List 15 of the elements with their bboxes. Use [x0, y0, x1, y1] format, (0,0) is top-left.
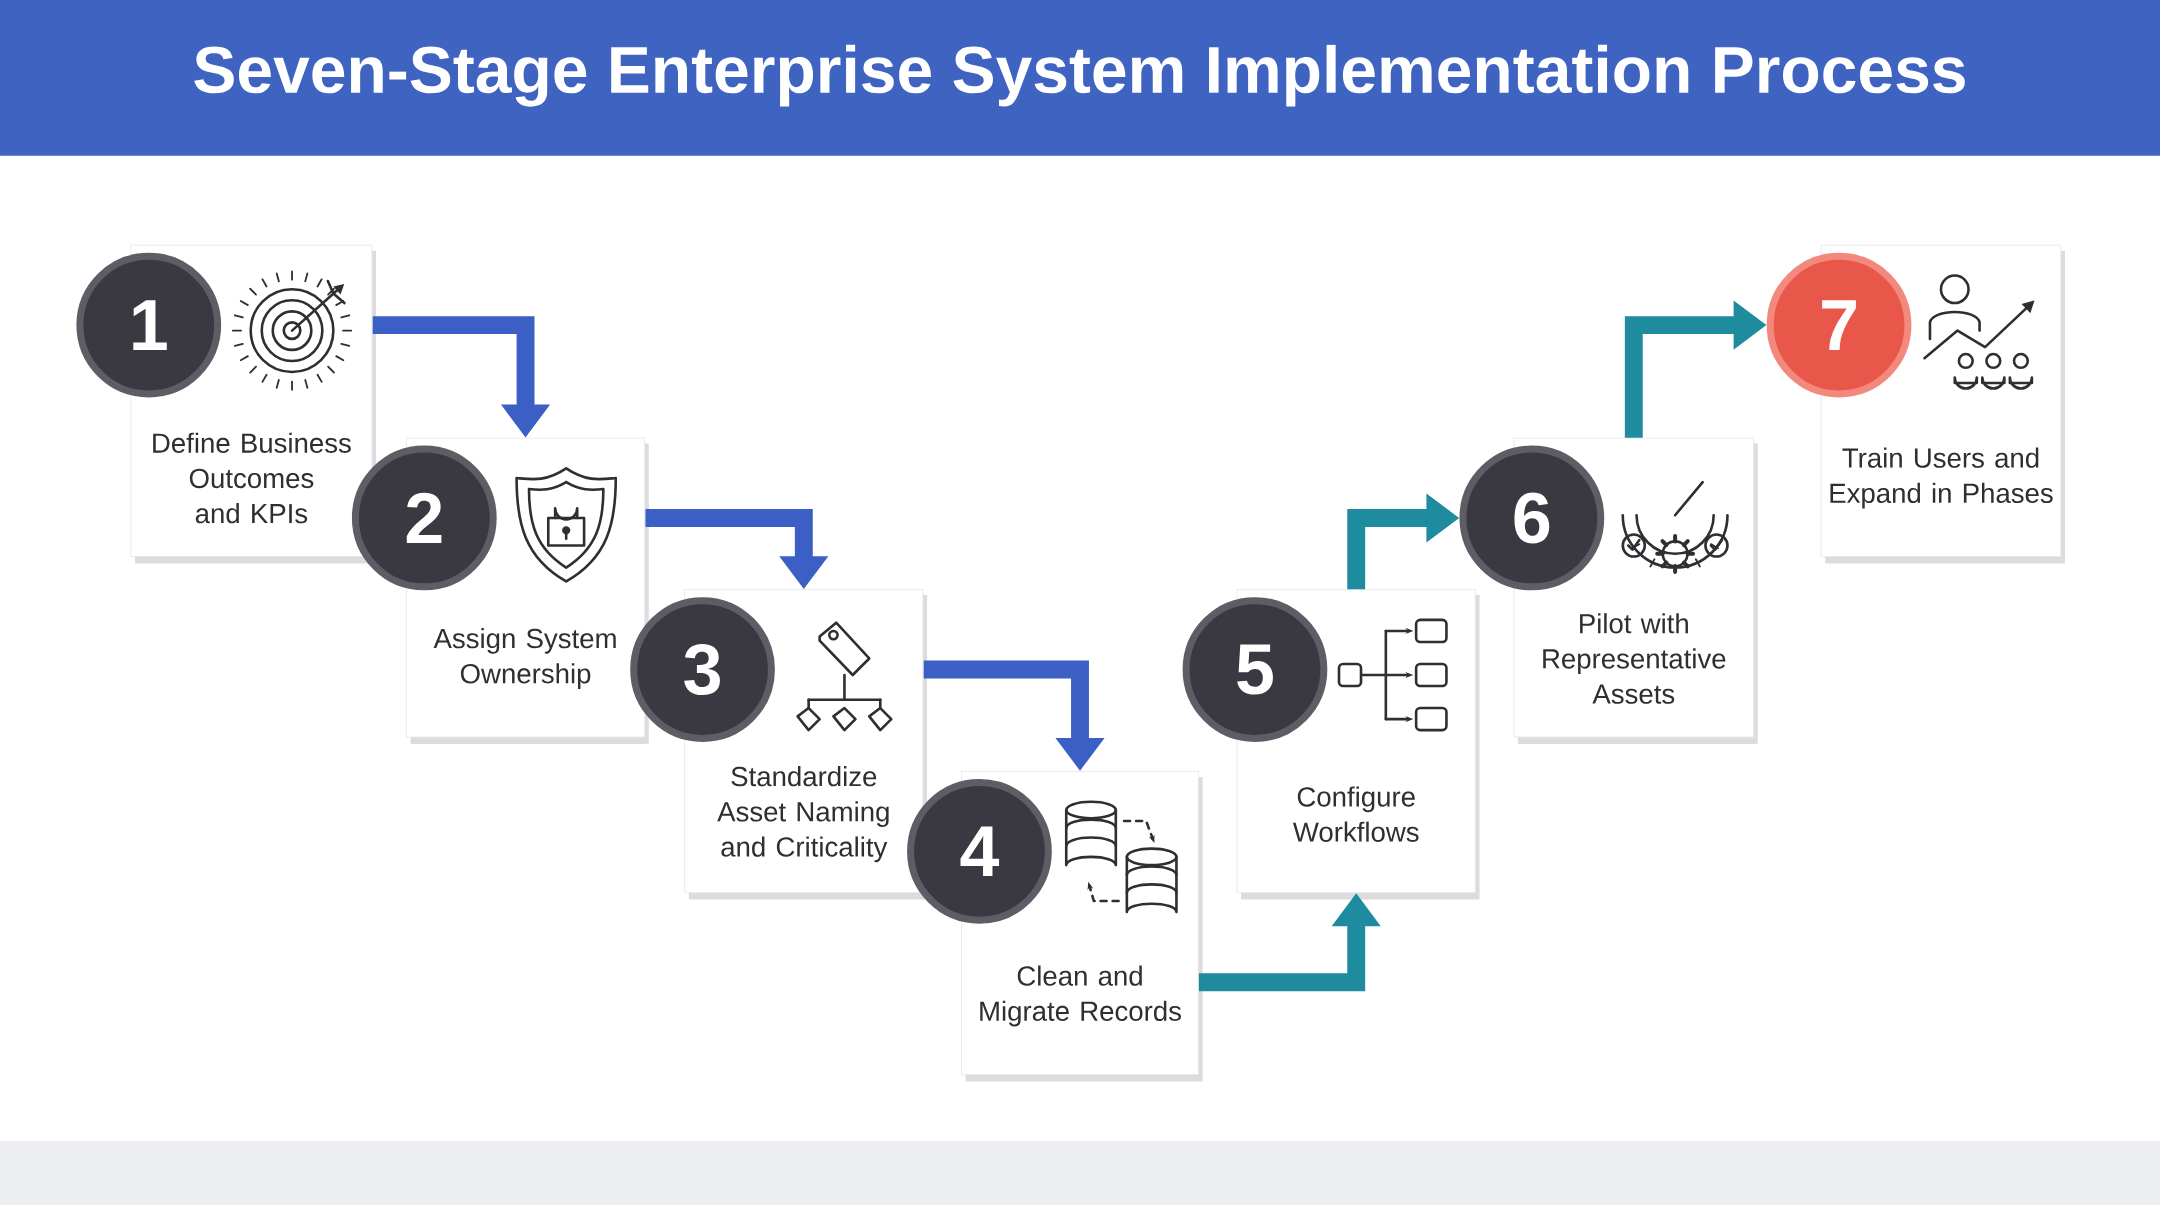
step-label: Pilot with Representative Assets [1543, 612, 1726, 704]
step-card [630, 589, 928, 900]
step-label: Standardize Asset Naming and Criticality [717, 765, 889, 863]
step-card [1766, 244, 2065, 564]
step-label: Define Business Outcomes and KPIs [153, 432, 351, 524]
step-label: Clean and Migrate Records [980, 965, 1181, 1027]
step-label: Configure Workflows [1292, 786, 1419, 842]
step-card [351, 437, 649, 744]
step-card [1459, 437, 1758, 744]
step-card [1182, 589, 1480, 900]
step-card [76, 244, 377, 564]
title-banner: Seven-Stage Enterprise System Implementation Process [0, 0, 2160, 156]
step-label: Assign System Ownership [433, 627, 616, 689]
step-label: Train Users and Expand in Phases [1830, 447, 2053, 509]
step-card [907, 770, 1203, 1082]
